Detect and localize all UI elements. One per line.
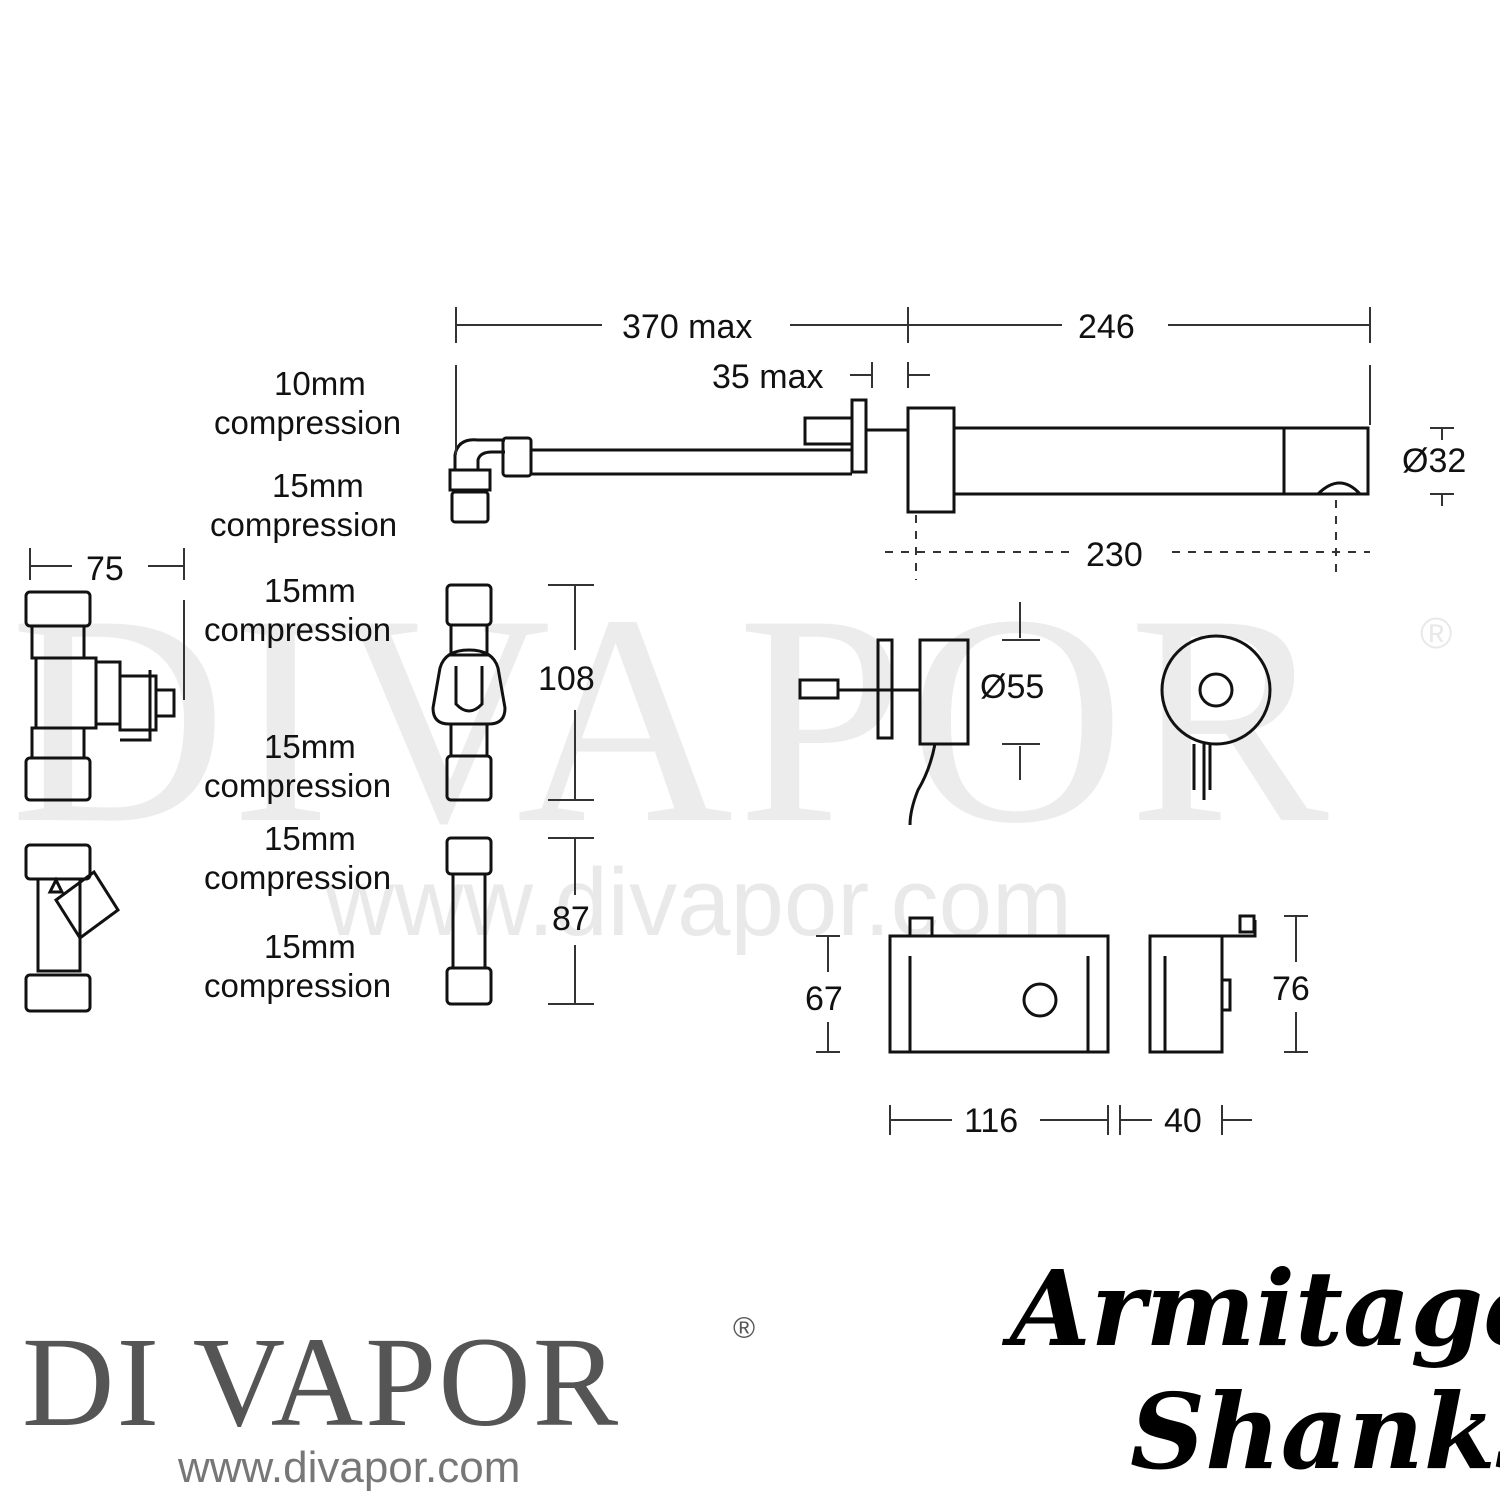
watermark-name: DIVAPOR [10, 553, 1333, 885]
valve-labels: 15mm compression 15mm compression [204, 572, 391, 804]
control-box [888, 934, 1110, 1054]
retailer-reg: ® [733, 1312, 755, 1345]
label-15mm-strainer-bottom: 15mm [264, 928, 356, 965]
spout-inlet-labels: 10mm compression 15mm compression [210, 365, 401, 543]
manufacturer-logo: Armitage Shanks [1001, 1247, 1500, 1493]
dim-370-max: 370 max [622, 308, 752, 346]
label-compression-10mm: compression [214, 404, 401, 441]
manufacturer-name-line1: Armitage [1001, 1247, 1500, 1370]
dim-87: 87 [552, 900, 590, 938]
label-15mm-valve-top: 15mm [264, 572, 356, 609]
control-box-side-body [1148, 934, 1224, 1054]
sensor-wires [1192, 744, 1212, 800]
label-15mm-strainer-top: 15mm [264, 820, 356, 857]
solenoid-valve: 75 [24, 548, 185, 802]
retailer-logo: DI VAPOR ® www.divapor.com [22, 1311, 755, 1492]
sensor-side-view: Ø55 [798, 602, 1044, 826]
dim-76: 76 [1272, 970, 1310, 1008]
label-15mm-valve-bottom: 15mm [264, 728, 356, 765]
manufacturer-name-line2: Shanks [1130, 1370, 1500, 1493]
label-15mm-inlet: 15mm [272, 467, 364, 504]
label-compression-valve-top: compression [204, 611, 391, 648]
strainer-body [36, 877, 82, 973]
isolator-body [431, 648, 507, 726]
watermark-reg: ® [1420, 609, 1452, 658]
strainer-labels: 15mm compression 15mm compression [204, 820, 391, 1004]
label-10mm: 10mm [274, 365, 366, 402]
control-box-tab [908, 916, 934, 938]
dim-108: 108 [538, 660, 595, 698]
connector-tube: 87 [445, 836, 594, 1006]
sensor-flange [876, 638, 894, 740]
flow-arrow-icon [47, 876, 65, 894]
sensor-housing [918, 638, 970, 746]
mounting-stud [803, 416, 854, 446]
dim-35-max: 35 max [712, 358, 824, 396]
sensor-front-view [1160, 634, 1272, 800]
watermark-url: www.divapor.com [324, 849, 1072, 956]
sensor-face [1160, 634, 1272, 746]
valve-bottom-nut [24, 756, 92, 802]
strainer-bottom-nut [24, 973, 92, 1013]
elbow-nut [448, 468, 492, 492]
connector-bottom-nut [445, 966, 493, 1006]
spout-assembly [448, 398, 1370, 524]
inlet-nut-10mm [501, 436, 533, 478]
spout-sensor [1316, 481, 1362, 496]
label-compression-15mm-inlet: compression [210, 506, 397, 543]
retailer-name: DI VAPOR [22, 1311, 620, 1453]
watermark: DIVAPOR ® www.divapor.com [10, 553, 1452, 956]
sensor-eye [1198, 672, 1234, 708]
dim-d32: Ø32 [1402, 442, 1466, 480]
spout-collar [906, 406, 956, 514]
isolating-valve: 108 [431, 583, 595, 802]
dim-67: 67 [805, 980, 843, 1018]
strainer-cap [53, 869, 121, 941]
inlet-nut-15mm [450, 490, 490, 524]
control-box-front: 67 116 [805, 916, 1110, 1140]
dim-230: 230 [1086, 536, 1143, 574]
dim-246: 246 [1078, 308, 1135, 346]
sensor-cable [908, 743, 937, 826]
mounting-flange [850, 398, 868, 474]
label-compression-valve-bottom: compression [204, 767, 391, 804]
spout-dimensions: 370 max 246 35 max Ø32 230 [455, 307, 1466, 580]
dim-75: 75 [86, 550, 124, 588]
label-compression-strainer-bottom: compression [204, 967, 391, 1004]
spout-body [952, 426, 1370, 496]
isolator-bottom-nut [445, 754, 493, 802]
control-box-port [1022, 982, 1058, 1018]
strainer [24, 843, 121, 1013]
dim-40: 40 [1164, 1102, 1202, 1140]
control-box-side: 76 40 [1119, 914, 1310, 1140]
dim-116: 116 [964, 1102, 1018, 1140]
label-compression-strainer-top: compression [204, 859, 391, 896]
dim-d55: Ø55 [980, 668, 1044, 706]
retailer-url: www.divapor.com [177, 1443, 520, 1492]
